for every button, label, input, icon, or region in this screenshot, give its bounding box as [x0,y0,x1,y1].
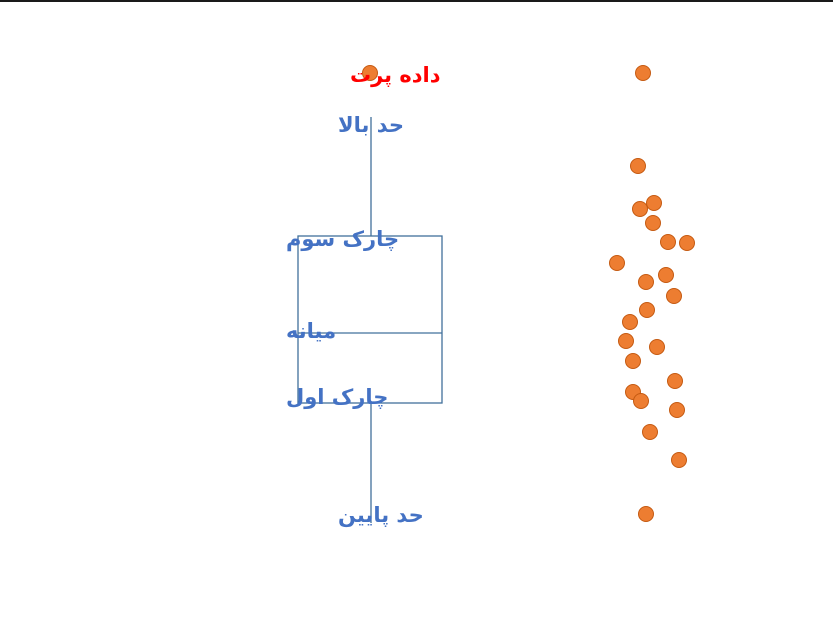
outlier-point [362,65,378,81]
box-plot [297,65,443,523]
outlier-label: داده پرت [350,63,441,87]
data-point-17 [667,373,683,389]
upper-limit-label: حد بالا [338,113,404,137]
data-point-21 [642,424,658,440]
first-quartile-label: چارک اول [286,385,388,409]
data-point-11 [666,288,682,304]
box-labels: داده پرت حد بالا چارک سوم میانه چارک اول… [286,63,441,527]
data-point-16 [625,353,641,369]
iqr-box [297,235,443,404]
data-point-3 [632,201,648,217]
data-point-7 [679,235,695,251]
data-point-8 [609,255,625,271]
data-point-20 [669,402,685,418]
data-point-19 [633,393,649,409]
top-border [0,0,833,2]
third-quartile-label: چارک سوم [286,227,399,251]
data-point-6 [660,234,676,250]
data-point-23 [638,506,654,522]
data-point-4 [646,195,662,211]
data-point-12 [639,302,655,318]
data-point-2 [630,158,646,174]
median-label: میانه [286,319,336,343]
data-point-5 [645,215,661,231]
data-point-14 [618,333,634,349]
data-point-9 [658,267,674,283]
lower-limit-label: حد پایین [338,503,424,527]
data-point-15 [649,339,665,355]
data-point-22 [671,452,687,468]
data-point-13 [622,314,638,330]
data-point-1 [635,65,651,81]
data-point-10 [638,274,654,290]
data-points [609,65,695,522]
